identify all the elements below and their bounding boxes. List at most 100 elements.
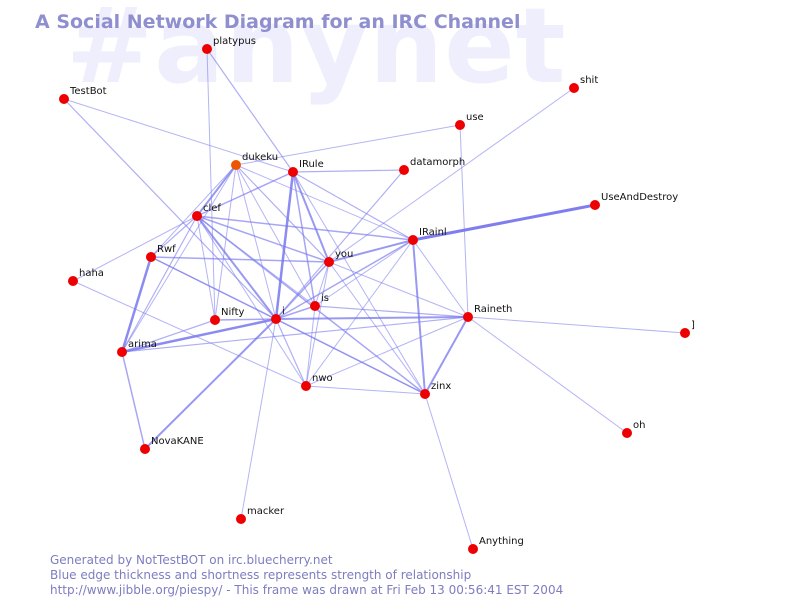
page-title: A Social Network Diagram for an IRC Chan… <box>35 11 521 33</box>
node-IRule: IRule <box>288 159 324 177</box>
node-haha: haha <box>68 268 104 286</box>
channel-watermark: #anynet <box>66 0 567 107</box>
node-dot <box>324 257 334 267</box>
node-dot <box>288 167 298 177</box>
edge-clef-i <box>196 215 277 320</box>
node-dot <box>68 276 78 286</box>
edge-platypus-IRule <box>206 48 294 173</box>
edge-dukeku-clef <box>196 164 237 217</box>
node-label: Anything <box>479 536 524 547</box>
node-]: ] <box>680 320 695 338</box>
node-label: TestBot <box>69 86 107 97</box>
node-Rwf: Rwf <box>146 244 176 262</box>
node-dot <box>420 389 430 399</box>
node-dot <box>236 514 246 524</box>
edge-you-nwo <box>305 261 330 387</box>
node-dot <box>231 160 241 170</box>
edge-dukeku-Nifty <box>214 164 237 321</box>
edge-is-Raineth <box>314 305 469 318</box>
node-nwo: nwo <box>301 373 333 391</box>
edge-IRule-you <box>292 171 330 263</box>
edge-clef-IRainl <box>196 215 414 241</box>
node-label: datamorph <box>410 157 465 168</box>
edge-clef-Rwf <box>150 215 198 258</box>
node-label: you <box>335 249 353 260</box>
node-UseAndDestroy: UseAndDestroy <box>590 192 678 210</box>
edge-you-Raineth <box>328 261 469 318</box>
node-Raineth: Raineth <box>463 304 512 322</box>
edge-dukeku-Rwf <box>150 164 237 258</box>
edge-Raineth-nwo <box>305 316 469 387</box>
edge-zinx-Anything <box>424 393 474 550</box>
node-dukeku: dukeku <box>231 152 278 170</box>
edge-IRainl-you <box>328 239 414 263</box>
edge-nwo-zinx <box>305 385 426 395</box>
edge-dukeku-you <box>235 164 330 263</box>
edge-TestBot-IRule <box>63 98 294 173</box>
node-Anything: Anything <box>468 536 524 554</box>
node-label: zinx <box>431 381 451 392</box>
edge-clef-Nifty <box>196 215 216 321</box>
node-dot <box>301 381 311 391</box>
edge-TestBot-i <box>63 98 277 320</box>
node-label: i <box>282 306 285 317</box>
node-label: haha <box>79 268 104 279</box>
node-Nifty: Nifty <box>210 307 245 325</box>
node-dot <box>590 200 600 210</box>
node-dot <box>271 314 281 324</box>
node-datamorph: datamorph <box>399 157 465 175</box>
node-label: IRainl <box>419 227 447 238</box>
node-is: is <box>310 293 329 311</box>
node-label: NovaKANE <box>151 436 204 447</box>
node-dot <box>310 301 320 311</box>
edge-clef-nwo <box>196 215 307 387</box>
edge-Raineth-oh <box>467 316 628 434</box>
node-dot <box>140 444 150 454</box>
node-label: Raineth <box>474 304 512 315</box>
edge-dukeku-IRainl <box>235 164 414 241</box>
edge-i-macker <box>240 318 277 520</box>
edge-arima-Nifty <box>121 319 216 353</box>
edge-UseAndDestroy-IRainl <box>412 203 596 242</box>
edge-dukeku-i <box>235 164 277 320</box>
edge-IRule-clef <box>196 171 294 217</box>
node-IRainl: IRainl <box>408 227 447 245</box>
node-macker: macker <box>236 506 285 524</box>
edge-IRule-IRainl <box>292 171 414 241</box>
edge-i-Raineth <box>275 316 469 320</box>
edge-datamorph-i <box>275 169 405 320</box>
node-arima: arima <box>117 339 157 357</box>
edge-you-i <box>275 261 330 320</box>
edge-IRule-zinx <box>292 171 426 395</box>
edge-i-nwo <box>275 318 307 387</box>
edge-layer <box>63 48 686 550</box>
node-label: is <box>321 293 329 304</box>
node-zinx: zinx <box>420 381 451 399</box>
edge-clef-you <box>196 215 330 263</box>
node-dot <box>59 94 69 104</box>
node-oh: oh <box>622 420 645 438</box>
node-label: nwo <box>312 373 333 384</box>
node-dot <box>468 544 478 554</box>
node-dot <box>210 315 220 325</box>
node-dot <box>463 312 473 322</box>
node-label: dukeku <box>242 152 278 163</box>
node-label: shit <box>580 75 598 86</box>
node-dot <box>399 165 409 175</box>
edge-IRule-i <box>274 171 295 320</box>
footer-url-timestamp: http://www.jibble.org/piespy/ - This fra… <box>50 583 564 597</box>
node-NovaKANE: NovaKANE <box>140 436 204 454</box>
node-dot <box>202 44 212 54</box>
edge-arima-NovaKANE <box>121 351 146 450</box>
edge-you-is <box>314 261 330 307</box>
edge-i-NovaKANE <box>144 318 277 450</box>
edge-clef-haha <box>72 215 198 282</box>
edge-Raineth-] <box>467 316 686 334</box>
edge-Nifty-i <box>214 318 277 321</box>
node-dot <box>455 120 465 130</box>
edge-IRule-is <box>292 171 316 307</box>
edge-IRainl-is <box>314 239 414 307</box>
node-label: platypus <box>213 36 256 47</box>
